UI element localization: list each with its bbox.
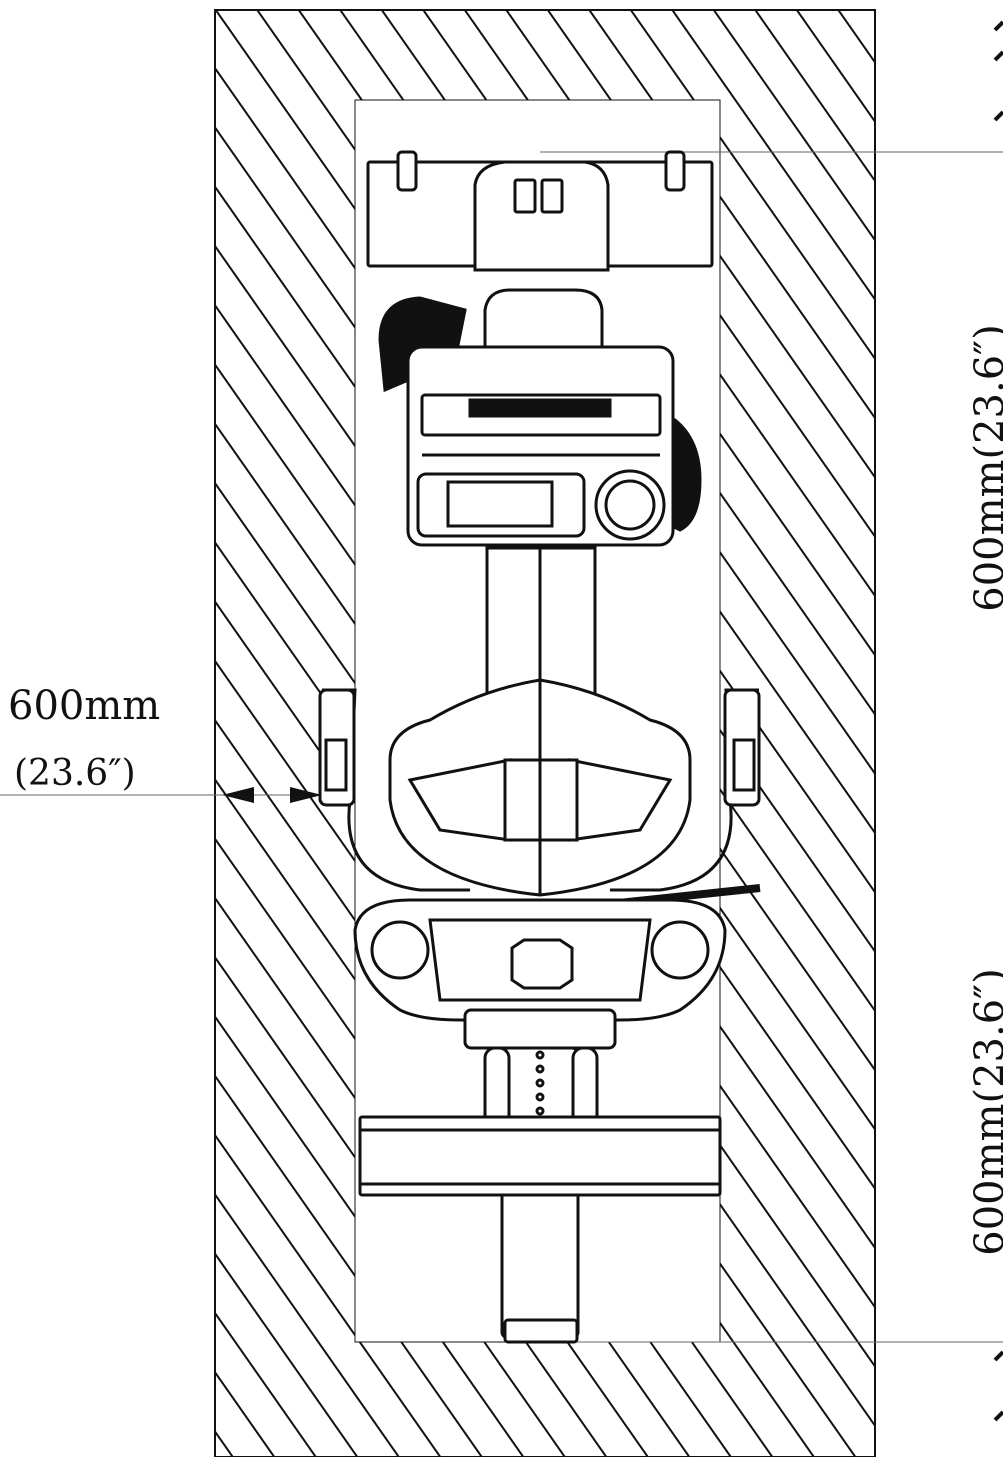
right-bottom-clearance-label: 600mm(23.6″)	[967, 968, 1003, 1256]
left-arrow-2	[290, 787, 322, 803]
right-mark-top	[993, 20, 1003, 122]
left-clearance-mm-label: 600mm	[8, 683, 161, 729]
left-clearance-in-label: (23.6″)	[14, 753, 136, 794]
right-top-clearance-label: 600mm(23.6″)	[967, 324, 1003, 612]
right-mark-bottom	[993, 1350, 1003, 1422]
left-arrow-1	[222, 787, 254, 803]
recumbent-bike-icon	[318, 150, 761, 1344]
